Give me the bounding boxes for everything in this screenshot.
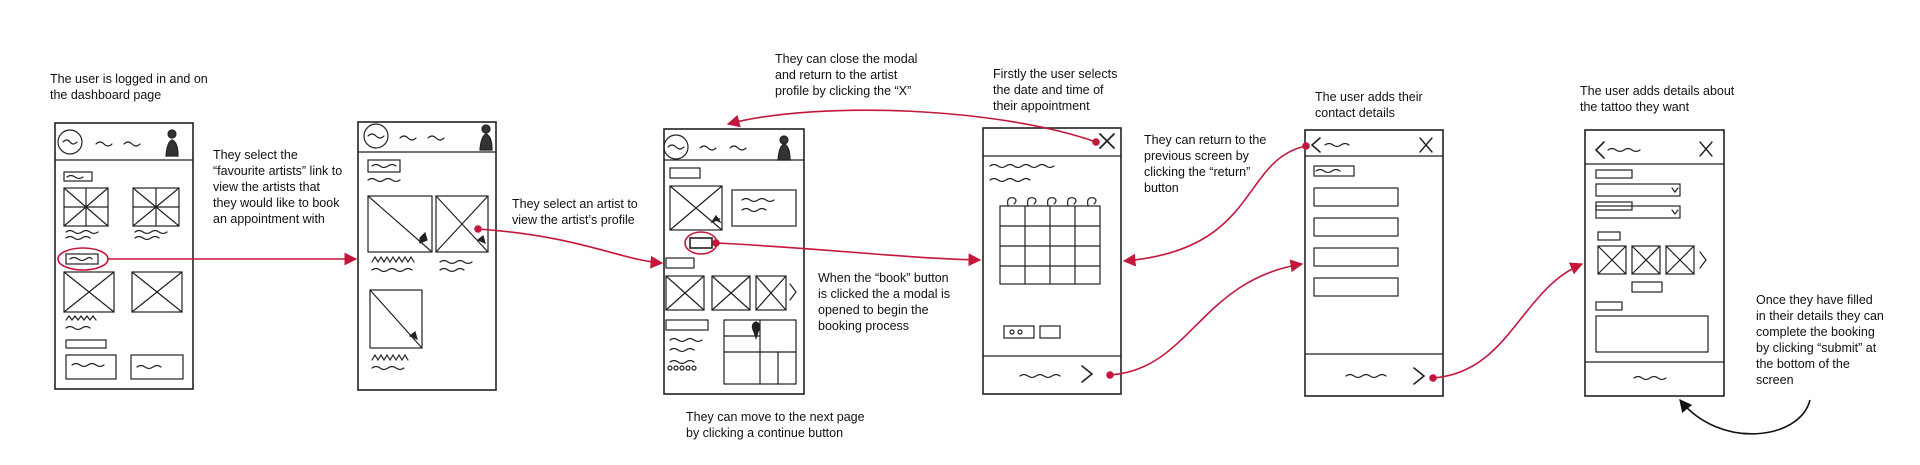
phone-favourite-artists (357, 121, 497, 391)
chevron-right-icon (789, 283, 797, 301)
chevron-right-icon (1699, 251, 1707, 269)
person-icon (479, 124, 493, 151)
star-icon (710, 214, 722, 224)
phone-dashboard (54, 122, 194, 390)
close-icon (1099, 133, 1115, 149)
back-icon (1310, 137, 1321, 153)
calendar-icon (999, 197, 1101, 285)
person-icon (165, 129, 179, 157)
note-select-artist: They select an artist to view the artist… (512, 197, 638, 227)
phone-date-time (982, 127, 1122, 395)
arrow-close-to-profile (726, 109, 1097, 143)
phone-tattoo-details (1584, 129, 1725, 397)
note-tattoo: The user adds details about the tattoo t… (1580, 84, 1735, 114)
arrow-book-to-modal (715, 242, 982, 267)
note-favourites: They select the “favourite artists” link… (213, 148, 343, 226)
phone-contact-details (1304, 129, 1444, 397)
phone-artist-profile (663, 128, 805, 395)
back-icon (1594, 141, 1605, 159)
note-next-page: They can move to the next page by clicki… (686, 410, 865, 440)
arrow-submit-note (1679, 399, 1811, 435)
arrow-contact-to-tattoo (1432, 262, 1584, 379)
chevron-right-icon (1081, 365, 1094, 383)
note-book-button: When the “book” button is clicked the a … (818, 271, 951, 333)
note-close-modal: They can close the modal and return to t… (775, 52, 918, 98)
arrow-date-to-contact (1109, 259, 1304, 376)
chevron-right-icon (1413, 367, 1426, 385)
note-date-time: Firstly the user selects the date and ti… (993, 67, 1118, 113)
person-icon (777, 135, 791, 161)
arrow-artist-to-profile (477, 228, 664, 269)
note-submit: Once they have filled in their details t… (1756, 293, 1884, 387)
note-contact: The user adds their contact details (1315, 90, 1423, 120)
close-icon (1419, 137, 1433, 153)
note-return: They can return to the previous screen b… (1144, 133, 1267, 195)
close-icon (1699, 141, 1713, 157)
map-pin-icon (751, 321, 761, 340)
note-dashboard: The user is logged in and on the dashboa… (50, 72, 208, 102)
arrow-return-to-date (1122, 145, 1307, 267)
